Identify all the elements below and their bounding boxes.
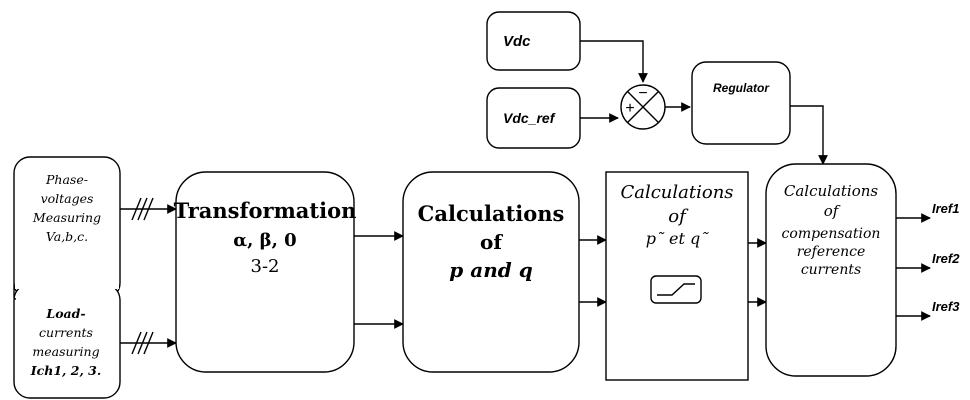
calc-pq-block: Calculations of p and q — [402, 171, 580, 373]
load-currents-line-4: Ich1, 2, 3. — [30, 363, 101, 378]
summing-junction: − + — [620, 84, 666, 130]
arrow-vdc-to-sum — [580, 40, 648, 83]
load-currents-block: Load- currents measuring Ich1, 2, 3. — [13, 283, 121, 399]
calc-ref-title: Calculations — [784, 182, 879, 200]
regulator-block: Regulator — [691, 61, 791, 145]
calc-ref-line-3: compensation — [782, 226, 881, 242]
calc-pq-vars: p and q — [449, 258, 532, 282]
plus-sign: + — [625, 100, 634, 117]
calc-filter-block: Calculations of p˜ et q˜ — [605, 171, 749, 381]
filter-icon — [650, 275, 702, 304]
transformation-block: Transformation α, β, 0 3-2 — [174, 171, 357, 373]
iref3-label: Iref3 — [932, 299, 960, 314]
transformation-axes: α, β, 0 — [233, 230, 296, 251]
vdc-ref-block: Vdc_ref — [486, 87, 581, 149]
calc-pq-title: Calculations — [418, 201, 565, 226]
phase-voltages-line-1: Phase- — [45, 172, 88, 187]
calc-filter-vars: p˜ et q˜ — [646, 229, 710, 248]
calc-filter-title: Calculations — [620, 182, 733, 203]
calc-ref-block: Calculations of compensation reference c… — [765, 163, 897, 377]
transformation-ratio: 3-2 — [251, 256, 280, 277]
load-currents-line-1: Load- — [45, 306, 85, 321]
vdc-label: Vdc — [503, 33, 531, 50]
load-currents-line-3: measuring — [32, 344, 99, 359]
vdc-ref-label: Vdc_ref — [503, 110, 556, 126]
calc-ref-of: of — [824, 202, 841, 220]
regulator-label: Regulator — [713, 81, 770, 95]
minus-sign: − — [638, 85, 647, 102]
phase-voltages-line-4: Va,b,c. — [46, 229, 88, 244]
phase-voltages-line-2: voltages — [41, 191, 94, 206]
phase-voltages-line-3: Measuring — [32, 210, 101, 225]
calc-filter-of: of — [668, 206, 689, 227]
three-phase-bus-voltages — [120, 197, 177, 221]
iref2-label: Iref2 — [932, 251, 960, 266]
load-currents-line-2: currents — [39, 325, 93, 340]
calc-ref-line-4: reference — [797, 244, 866, 260]
calc-pq-of: of — [480, 230, 503, 254]
three-phase-bus-currents — [120, 331, 177, 355]
calc-ref-line-5: currents — [801, 262, 861, 278]
transformation-title: Transformation — [174, 198, 357, 223]
arrow-regulator-to-ref — [790, 105, 828, 165]
phase-voltages-block: Phase- voltages Measuring Va,b,c. — [13, 156, 121, 300]
vdc-block: Vdc — [486, 11, 581, 71]
iref1-label: Iref1 — [932, 201, 959, 216]
